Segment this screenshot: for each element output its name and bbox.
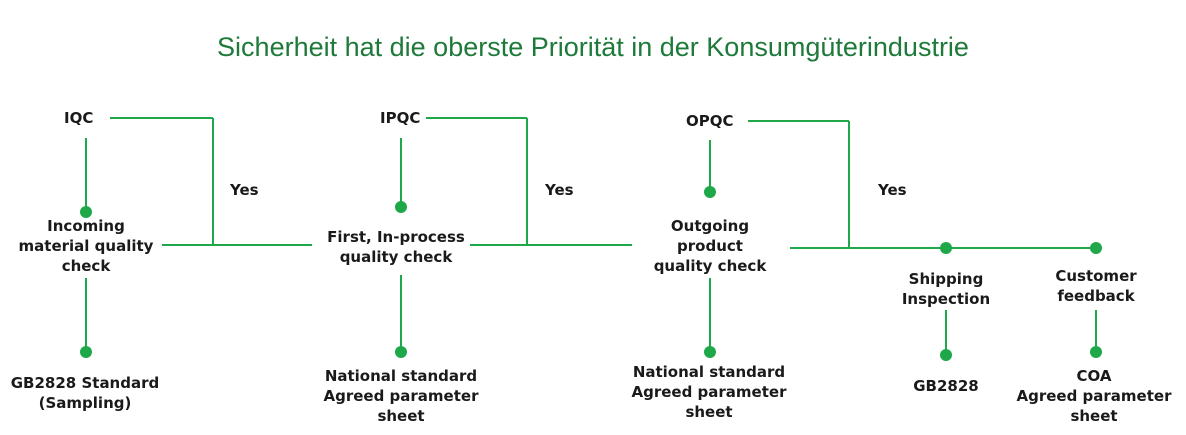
opqc-code-label: OPQC (686, 112, 734, 130)
opqc-standard-label: National standard Agreed parameter sheet (631, 363, 787, 421)
iqc-node (80, 206, 92, 218)
shipping-inspection-label: Shipping Inspection (901, 270, 991, 308)
customer-feedback-label: Customer feedback (1055, 267, 1137, 305)
shipping-standard-label: GB2828 (913, 377, 979, 395)
shipping-node (940, 242, 952, 254)
iqc-standard-node (80, 346, 92, 358)
feedback-standard-node (1090, 346, 1102, 358)
ipqc-check-label: First, In-process quality check (327, 228, 465, 266)
iqc-standard-label: GB2828 Standard (Sampling) (10, 374, 160, 412)
ipqc-code-label: IPQC (380, 109, 421, 127)
ipqc-node (395, 201, 407, 213)
feedback-standard-label: COA Agreed parameter sheet (1016, 367, 1172, 425)
iqc-yes-label: Yes (230, 181, 259, 199)
ipqc-standard-label: National standard Agreed parameter sheet (323, 367, 479, 425)
iqc-code-label: IQC (64, 109, 94, 127)
opqc-check-label: Outgoing product quality check (653, 217, 767, 275)
diagram-title: Sicherheit hat die oberste Priorität in … (217, 32, 969, 62)
ipqc-standard-node (395, 346, 407, 358)
opqc-node (704, 186, 716, 198)
iqc-check-label: Incoming material quality check (18, 217, 154, 275)
ipqc-yes-label: Yes (545, 181, 574, 199)
opqc-yes-label: Yes (878, 181, 907, 199)
shipping-standard-node (940, 349, 952, 361)
feedback-node (1090, 242, 1102, 254)
opqc-standard-node (704, 346, 716, 358)
